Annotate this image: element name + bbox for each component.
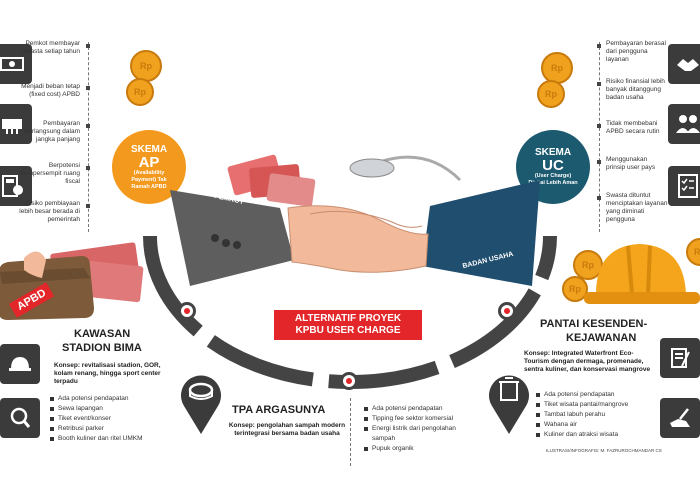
left-dot	[86, 166, 90, 170]
list-item: Wahana air	[536, 420, 656, 430]
list-item: Sewa lapangan	[50, 404, 143, 414]
money-icon	[0, 44, 32, 84]
right-item-5: Swasta dituntut menciptakan layanan yang…	[606, 192, 668, 223]
list-item: Kuliner dan atraksi wisata	[536, 430, 656, 440]
pantai-title-2: KEJAWANAN	[566, 332, 637, 344]
right-dot	[597, 82, 601, 86]
tpa-list: Ada potensi pendapatan Tipping fee sekto…	[364, 404, 474, 454]
hand-pen-icon	[660, 398, 700, 438]
project-banner: ALTERNATIF PROYEK KPBU USER CHARGE	[274, 310, 422, 340]
stadion-concept: Konsep: revitalisasi stadion, GOR, kolam…	[54, 362, 161, 385]
pantai-list: Ada potensi pendapatan Tiket wisata pant…	[536, 390, 656, 440]
left-divider	[88, 42, 89, 232]
coin-icon: Rp	[537, 80, 565, 108]
list-item: Booth kuliner dan ritel UMKM	[50, 434, 143, 444]
checklist-icon	[668, 166, 700, 206]
skema-ap-sub: (Availability Payment) Tak Ramah APBD	[131, 169, 167, 190]
stadium-pin-icon	[181, 375, 221, 434]
skema-ap-prefix: SKEMA	[130, 143, 168, 155]
stadion-title-2: STADION BIMA	[62, 342, 142, 354]
right-dot	[597, 160, 601, 164]
marker-stadion	[178, 302, 196, 320]
document-pen-icon	[660, 338, 700, 378]
tpa-title: TPA ARGASUNYA	[232, 404, 326, 416]
credit-text: ILUSTRASI/INFOGRAFIS: M. FAZRUROCHMANDAR…	[546, 448, 662, 453]
street-lamp-icon	[349, 155, 462, 182]
coin-icon: Rp	[562, 276, 588, 302]
marker-tpa	[340, 372, 358, 390]
right-dot	[597, 44, 601, 48]
list-item: Ada potensi pendapatan	[536, 390, 656, 400]
tpa-concept: Konsep: pengolahan sampah modern terinte…	[228, 422, 346, 437]
skema-ap-code: AP	[138, 153, 160, 171]
coin-icon: Rp	[130, 50, 162, 82]
hardhat-small-icon	[0, 344, 40, 384]
right-item-3: Tidak membebani APBD secara rutin	[606, 120, 660, 135]
search-location-icon	[0, 398, 40, 438]
tpa-divider	[350, 398, 351, 466]
left-item-5: Risiko pembiayaan lebih besar berada di …	[19, 200, 80, 223]
right-item-1: Pembayaran berasal dari pengguna layanan	[606, 40, 666, 63]
left-item-3: Pembayaran berlangsung dalam jangka panj…	[24, 120, 80, 143]
list-item: Ada potensi pendapatan	[50, 394, 143, 404]
skema-ap-badge: SKEMA AP (Availability Payment) Tak Rama…	[112, 130, 186, 204]
list-item: Tiket event/konser	[50, 414, 143, 424]
list-item: Tipping fee sektor komersial	[364, 414, 474, 424]
list-item: Pupuk organik	[364, 444, 474, 454]
left-item-1: Pemkot membayar swasta setiap tahun	[22, 40, 80, 55]
list-item: Energi listrik dari pengolahan sampah	[364, 424, 474, 444]
pantai-concept: Konsep: Integrated Waterfront Eco-Touris…	[524, 350, 651, 373]
right-dot	[597, 124, 601, 128]
right-item-4: Menggunakan prinsip user pays	[606, 156, 656, 171]
left-dot	[86, 204, 90, 208]
money-stack-icon	[227, 154, 316, 207]
hardhat-icon	[584, 244, 700, 304]
coin-icon: Rp	[573, 250, 603, 280]
left-dot	[86, 124, 90, 128]
skema-uc-prefix: SKEMA	[534, 147, 572, 158]
recycle-pin-icon	[489, 375, 529, 434]
coin-icon: Rp	[126, 78, 154, 106]
handshake-icon	[668, 44, 700, 84]
right-divider	[599, 42, 600, 232]
list-item: Tiket wisata pantai/mangrove	[536, 400, 656, 410]
left-dot	[86, 44, 90, 48]
stadion-title-1: KAWASAN	[74, 328, 131, 340]
list-item: Ada potensi pendapatan	[364, 404, 474, 414]
skema-uc-sub: (User Charge) Dinilai Lebih Aman	[528, 173, 578, 186]
right-dot	[597, 196, 601, 200]
users-icon	[668, 104, 700, 144]
pantai-title-1: PANTAI KESENDEN-	[540, 318, 648, 330]
list-item: Tambat labuh perahu	[536, 410, 656, 420]
banner-line2: KPBU USER CHARGE	[295, 325, 401, 336]
left-item-2: Menjadi beban tetap (fixed cost) APBD	[21, 83, 80, 98]
left-dot	[86, 86, 90, 90]
coin-icon: Rp	[541, 52, 573, 84]
left-item-4: Berpotensi mempersempit ruang fiscal	[18, 162, 80, 185]
stadion-list: Ada potensi pendapatan Sewa lapangan Tik…	[50, 394, 143, 444]
skema-uc-code: UC	[542, 157, 564, 174]
banner-line1: ALTERNATIF PROYEK	[294, 313, 402, 324]
marker-pantai	[498, 302, 516, 320]
calculator-icon	[0, 166, 32, 206]
list-item: Retribusi parker	[50, 424, 143, 434]
handshake-illustration	[170, 154, 540, 286]
money-gift-icon	[0, 104, 32, 144]
right-item-2: Risiko finansial lebih banyak ditanggung…	[606, 78, 665, 101]
